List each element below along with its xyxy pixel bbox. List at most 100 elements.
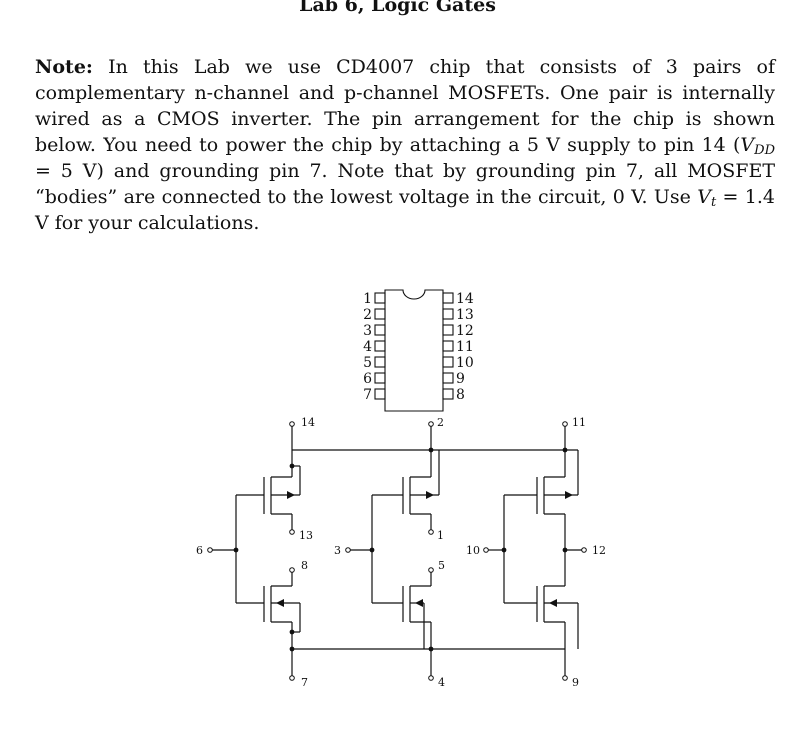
chip-pin-stub	[374, 324, 386, 336]
junction-dot	[562, 447, 568, 453]
arrow-icon	[415, 599, 423, 607]
terminal	[289, 421, 295, 427]
arrow-icon	[426, 491, 434, 499]
nmos-middle	[372, 572, 432, 649]
arrow-icon	[287, 491, 295, 499]
chip-pinout	[374, 289, 454, 412]
terminal	[562, 675, 568, 681]
pin-label: 7	[301, 676, 308, 689]
junction-dot	[428, 447, 434, 453]
chip-pin-stub	[374, 388, 386, 400]
note-text-2: = 5 V) and grounding pin 7. Note that by…	[35, 160, 775, 208]
pin-label: 3	[334, 544, 341, 557]
pin-label: 6	[196, 544, 203, 557]
terminal-labels: 14 2 11 13 1 8 5 6 3 10 12 7 4 9	[196, 416, 606, 689]
terminal	[581, 547, 587, 553]
chip-pin-stub	[442, 324, 454, 336]
schematic	[212, 426, 582, 676]
terminal	[289, 529, 295, 535]
chip-pin-stub	[442, 388, 454, 400]
chip-left-pin-labels: 1 2 3 4 5 6 7	[363, 291, 372, 403]
terminal	[345, 547, 351, 553]
nmos-right	[504, 585, 579, 649]
body-arrows	[276, 491, 573, 607]
chip-pin-label: 10	[456, 355, 474, 371]
chip-pin-stub	[374, 372, 386, 384]
pin-label: 1	[437, 529, 444, 542]
pin-label: 12	[592, 544, 606, 557]
page-title: Lab 6, Logic Gates	[299, 0, 496, 16]
note-paragraph: Note: In this Lab we use CD4007 chip tha…	[35, 54, 775, 236]
chip-pin-label: 14	[456, 291, 474, 307]
terminal	[562, 421, 568, 427]
arrow-icon	[276, 599, 284, 607]
vdd-subscript: DD	[754, 143, 775, 158]
pin-label: 5	[438, 559, 445, 572]
junction-dot	[289, 463, 295, 469]
chip-pin-label: 11	[456, 339, 474, 355]
terminal	[289, 675, 295, 681]
chip-pin-label: 12	[456, 323, 474, 339]
chip-pin-stub	[442, 292, 454, 304]
terminal	[428, 421, 434, 427]
chip-pin-stub	[374, 356, 386, 368]
terminal	[289, 567, 295, 573]
terminal	[207, 547, 213, 553]
pin-label: 8	[301, 559, 308, 572]
pin-label: 4	[438, 676, 445, 689]
nmos-left	[236, 572, 301, 649]
chip-pin-stub	[442, 372, 454, 384]
pmos-left	[236, 450, 301, 530]
terminal	[428, 567, 434, 573]
chip-left-pin-stubs	[374, 292, 386, 400]
chip-pin-label: 13	[456, 307, 474, 323]
chip-pin-stub	[374, 340, 386, 352]
junction-dot	[562, 547, 568, 553]
chip-pin-stub	[442, 340, 454, 352]
vdd-symbol: V	[740, 134, 755, 156]
pin-label: 14	[301, 416, 315, 429]
chip-pin-label: 8	[456, 387, 465, 403]
pmos-middle	[372, 450, 440, 530]
note-text-1: In this Lab we use CD4007 chip that cons…	[35, 56, 775, 156]
chip-right-pin-labels: 14 13 12 11 10 9 8	[456, 291, 474, 403]
junction-dot	[289, 629, 295, 635]
chip-pin-label: 1	[363, 291, 372, 307]
pin-label: 2	[437, 416, 444, 429]
terminal	[428, 529, 434, 535]
pin-label: 9	[572, 676, 579, 689]
junction-dot	[428, 646, 434, 652]
chip-pin-label: 5	[363, 355, 372, 371]
chip-pin-stub	[374, 292, 386, 304]
chip-pin-label: 4	[363, 339, 372, 355]
note-text-3: = 1.4 V for your calculations.	[35, 186, 776, 234]
chip-right-pin-stubs	[442, 292, 454, 400]
chip-pin-label: 7	[363, 387, 372, 403]
chip-pin-label: 2	[363, 307, 372, 323]
chip-body	[384, 289, 444, 412]
terminal	[483, 547, 489, 553]
chip-pin-label: 9	[456, 371, 465, 387]
arrow-icon	[549, 599, 557, 607]
vt-symbol: V	[697, 186, 711, 208]
pmos-right	[504, 450, 579, 586]
junction-dots	[233, 447, 568, 652]
chip-pin-stub	[374, 308, 386, 320]
arrow-icon	[565, 491, 573, 499]
junction-dot	[501, 547, 507, 553]
chip-pin-label: 6	[363, 371, 372, 387]
pin-label: 10	[466, 544, 480, 557]
junction-dot	[369, 547, 375, 553]
pin-label: 13	[299, 529, 313, 542]
junction-dot	[289, 646, 295, 652]
terminals	[207, 421, 587, 681]
terminal	[428, 675, 434, 681]
junction-dot	[233, 547, 239, 553]
chip-pin-label: 3	[363, 323, 372, 339]
note-label: Note:	[35, 56, 93, 78]
chip-pin-stub	[442, 356, 454, 368]
chip-pin-stub	[442, 308, 454, 320]
vt-subscript: t	[710, 195, 717, 210]
pin-label: 11	[572, 416, 586, 429]
